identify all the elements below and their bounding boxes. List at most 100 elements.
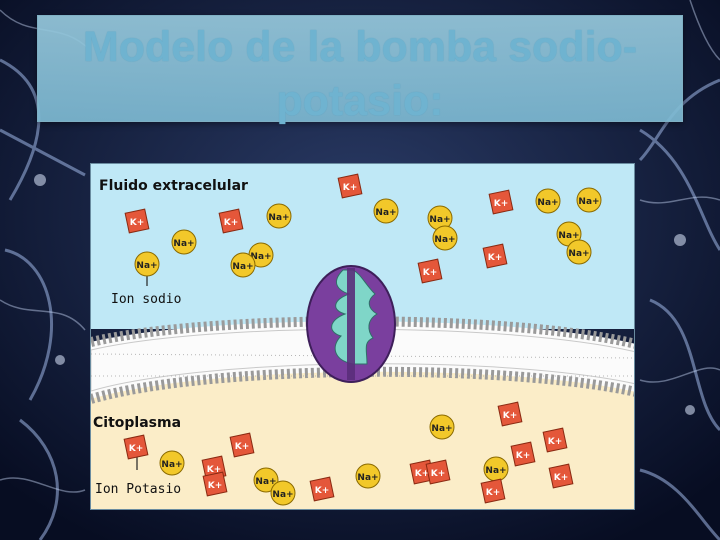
potassium-ion: K+ (488, 189, 514, 215)
sodium-ion: Na+ (266, 203, 292, 229)
diagram-canvas: Fluido extracelular Citoplasma Ion sodio… (91, 164, 634, 509)
potassium-ion-label: K+ (415, 469, 430, 479)
extracellular-label: Fluido extracelular (99, 178, 248, 194)
potassium-ion-label: K+ (129, 444, 144, 454)
potassium-ion: K+ (124, 208, 150, 234)
potassium-ion: K+ (548, 463, 574, 489)
sodium-ion-shape (266, 203, 292, 229)
potassium-ion-shape (202, 471, 228, 497)
sodium-ion-shape (429, 414, 455, 440)
sodium-ion-shape (171, 229, 197, 255)
sodium-ion-label: Na+ (268, 213, 289, 223)
sodium-ion-label: Na+ (357, 473, 378, 483)
potassium-ion-label: K+ (235, 442, 250, 452)
sodium-potassium-pump-diagram: Fluido extracelular Citoplasma Ion sodio… (90, 163, 635, 510)
sodium-ion: Na+ (253, 467, 279, 493)
sodium-ion-label: Na+ (232, 262, 253, 272)
sodium-ion-label: Na+ (161, 460, 182, 470)
sodium-ion: Na+ (429, 414, 455, 440)
potassium-ion-shape (309, 476, 335, 502)
potassium-ion-callout: Ion Potasio (95, 482, 181, 497)
potassium-ion-label: K+ (207, 465, 222, 475)
potassium-ion-label: K+ (488, 253, 503, 263)
potassium-ion: K+ (510, 441, 536, 467)
sodium-ion-shape (566, 239, 592, 265)
sodium-ion: Na+ (134, 251, 160, 277)
potassium-ion-label: K+ (554, 473, 569, 483)
sodium-ion: Na+ (373, 198, 399, 224)
potassium-ion: K+ (482, 243, 508, 269)
sodium-ion: Na+ (355, 463, 381, 489)
sodium-ion-shape (134, 251, 160, 277)
sodium-ion: Na+ (171, 229, 197, 255)
sodium-ion: Na+ (566, 239, 592, 265)
potassium-ion-label: K+ (494, 199, 509, 209)
sodium-ion-label: Na+ (578, 197, 599, 207)
sodium-ion: Na+ (432, 225, 458, 251)
potassium-ion: K+ (425, 459, 451, 485)
potassium-ion-label: K+ (548, 437, 563, 447)
sodium-ion-shape (270, 480, 296, 506)
potassium-ion-label: K+ (486, 488, 501, 498)
potassium-ion: K+ (497, 401, 523, 427)
potassium-ion-shape (542, 427, 568, 453)
sodium-ion-shape (373, 198, 399, 224)
potassium-ion-shape (337, 173, 363, 199)
potassium-ion-shape (123, 434, 149, 460)
potassium-ion: K+ (229, 432, 255, 458)
potassium-ion-label: K+ (516, 451, 531, 461)
sodium-ion-label: Na+ (485, 466, 506, 476)
potassium-ion-shape (218, 208, 244, 234)
cytoplasm-label: Citoplasma (93, 415, 181, 431)
sodium-ion-label: Na+ (173, 239, 194, 249)
potassium-ion-label: K+ (431, 469, 446, 479)
ion-layer: Na+Na+Na+Na+Na+Na+Na+Na+Na+Na+Na+Na+Na+N… (123, 173, 602, 506)
sodium-ion-label: Na+ (136, 261, 157, 271)
potassium-ion-label: K+ (423, 268, 438, 278)
sodium-ion: Na+ (427, 205, 453, 231)
potassium-ion-label: K+ (130, 218, 145, 228)
potassium-ion-shape (497, 401, 523, 427)
sodium-ion: Na+ (270, 480, 296, 506)
sodium-ion-label: Na+ (537, 198, 558, 208)
potassium-ion-shape (548, 463, 574, 489)
sodium-ion-callout: Ion sodio (111, 292, 181, 307)
sodium-ion-label: Na+ (568, 249, 589, 259)
potassium-ion-shape (510, 441, 536, 467)
potassium-ion: K+ (218, 208, 244, 234)
potassium-ion: K+ (123, 434, 149, 460)
potassium-ion-label: K+ (343, 183, 358, 193)
sodium-ion-label: Na+ (431, 424, 452, 434)
sodium-ion: Na+ (576, 187, 602, 213)
sodium-ion-label: Na+ (250, 252, 271, 262)
sodium-ion-shape (576, 187, 602, 213)
potassium-ion-shape (229, 432, 255, 458)
sodium-potassium-pump-protein (306, 265, 396, 383)
sodium-ion-shape (230, 252, 256, 278)
sodium-ion-label: Na+ (375, 208, 396, 218)
potassium-ion: K+ (309, 476, 335, 502)
potassium-ion: K+ (417, 258, 443, 284)
potassium-ion: K+ (480, 478, 506, 504)
sodium-ion: Na+ (483, 456, 509, 482)
sodium-ion-shape (355, 463, 381, 489)
potassium-ion-shape (480, 478, 506, 504)
potassium-ion-shape (417, 258, 443, 284)
sodium-ion-shape (159, 450, 185, 476)
potassium-ion-label: K+ (503, 411, 518, 421)
potassium-ion-shape (482, 243, 508, 269)
potassium-ion-label: K+ (224, 218, 239, 228)
potassium-ion-shape (488, 189, 514, 215)
sodium-ion-label: Na+ (255, 477, 276, 487)
potassium-ion-label: K+ (208, 481, 223, 491)
slide-title: Modelo de la bomba sodio-potasio: (82, 23, 638, 125)
potassium-ion: K+ (542, 427, 568, 453)
sodium-ion-shape (535, 188, 561, 214)
sodium-ion: Na+ (230, 252, 256, 278)
sodium-ion-label: Na+ (558, 231, 579, 241)
potassium-ion: K+ (337, 173, 363, 199)
sodium-ion: Na+ (535, 188, 561, 214)
potassium-ion-shape (124, 208, 150, 234)
sodium-ion-label: Na+ (434, 235, 455, 245)
sodium-ion-shape (432, 225, 458, 251)
